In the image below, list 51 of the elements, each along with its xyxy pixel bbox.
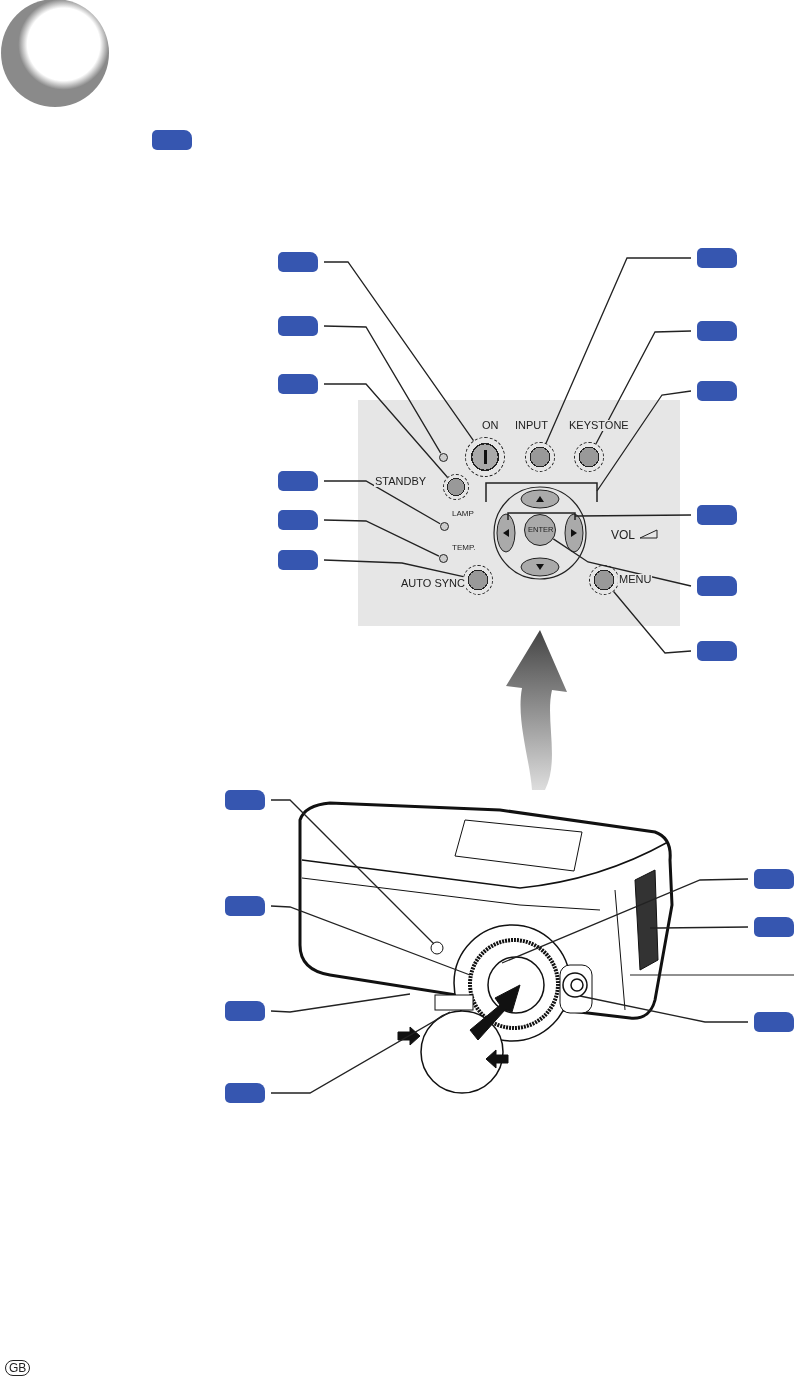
callout-badge <box>278 374 318 394</box>
panel-label: KEYSTONE <box>568 420 630 431</box>
callout-badge <box>278 252 318 272</box>
panel-label: ON <box>481 420 500 431</box>
panel-label: LAMP <box>451 510 475 518</box>
leader-line <box>545 257 692 444</box>
leader-line <box>323 261 475 442</box>
callout-badge <box>697 641 737 661</box>
leader-line <box>270 905 471 976</box>
callout-badge <box>225 790 265 810</box>
leader-line <box>574 514 692 517</box>
callout-badge <box>225 1083 265 1103</box>
panel-label: INPUT <box>514 420 549 431</box>
panel-label: AUTO SYNC <box>400 578 466 589</box>
leader-line <box>612 590 692 654</box>
leader-line <box>649 926 749 929</box>
callout-badge <box>278 550 318 570</box>
callout-badge <box>225 1001 265 1021</box>
callout-badge <box>697 248 737 268</box>
callout-badge <box>754 1012 794 1032</box>
leader-line <box>323 325 442 454</box>
leader-line <box>323 383 449 478</box>
leader-line <box>323 480 441 525</box>
callout-badge <box>225 896 265 916</box>
callout-badge <box>754 917 794 937</box>
leader-line <box>323 519 440 557</box>
leader-line <box>552 538 692 587</box>
callout-badge <box>278 316 318 336</box>
callout-badge <box>152 130 192 150</box>
panel-label: VOL <box>610 529 636 541</box>
leader-line <box>579 995 749 1023</box>
indicator-light <box>439 521 449 531</box>
callout-badge <box>278 510 318 530</box>
indicator-light <box>438 452 448 462</box>
leader-line <box>596 390 692 492</box>
panel-label: STANDBY <box>374 476 428 487</box>
callout-badge <box>697 505 737 525</box>
panel-label: TEMP. <box>451 544 477 552</box>
indicator-light <box>438 553 448 563</box>
callout-badge <box>278 471 318 491</box>
leader-line <box>270 1011 451 1094</box>
leader-line <box>501 878 749 964</box>
leader-line <box>323 559 464 578</box>
callout-badge <box>697 321 737 341</box>
leader-line <box>270 799 435 945</box>
leader-line <box>595 330 692 445</box>
leader-line <box>270 993 411 1013</box>
callout-badge <box>697 381 737 401</box>
callout-badge <box>697 576 737 596</box>
panel-label: MENU <box>618 574 653 585</box>
callout-badge <box>754 869 794 889</box>
